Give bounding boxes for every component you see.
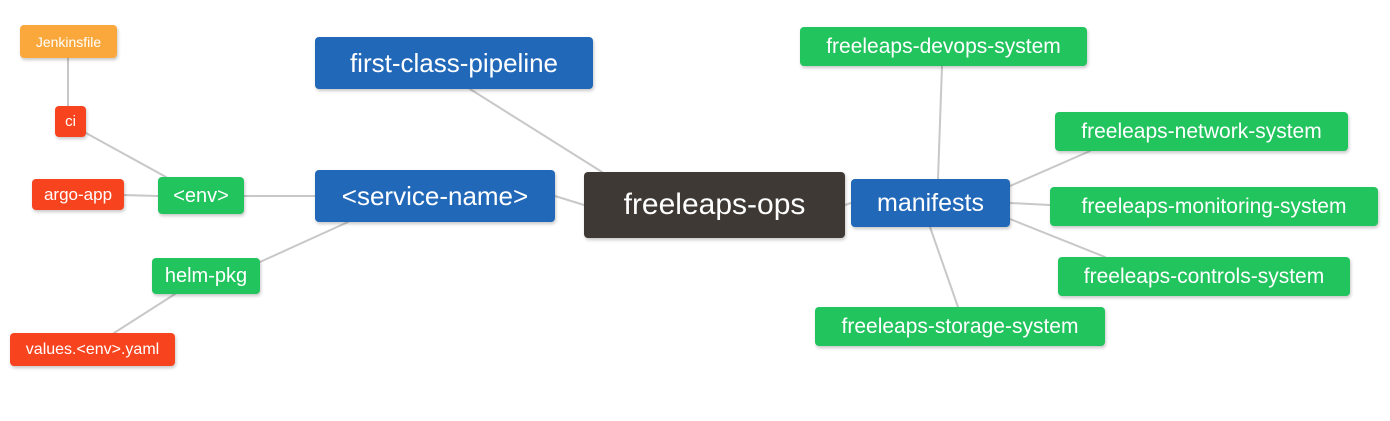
edge-manifests-to-freeleaps-monitoring-system [1009,202,1051,206]
node-argo-app[interactable]: argo-app [32,179,124,210]
node-service-name[interactable]: <service-name> [315,170,555,222]
edge-manifests-to-freeleaps-devops-system [937,65,943,180]
node-freeleaps-ops[interactable]: freeleaps-ops [584,172,845,238]
node-freeleaps-storage-system[interactable]: freeleaps-storage-system [815,307,1105,346]
edge-freeleaps-ops-to-service-name [554,195,585,206]
edge-env-to-ci [85,132,167,178]
node-freeleaps-monitoring-system[interactable]: freeleaps-monitoring-system [1050,187,1378,226]
node-freeleaps-controls-system[interactable]: freeleaps-controls-system [1058,257,1350,296]
node-freeleaps-network-system[interactable]: freeleaps-network-system [1055,112,1348,151]
edge-helm-pkg-to-values-env-yaml [113,293,176,334]
edge-service-name-to-helm-pkg [259,221,349,263]
node-env[interactable]: <env> [158,177,244,214]
edge-manifests-to-freeleaps-network-system [1009,150,1091,187]
node-freeleaps-devops-system[interactable]: freeleaps-devops-system [800,27,1087,66]
node-first-class-pipeline[interactable]: first-class-pipeline [315,37,593,89]
edge-env-to-argo-app [123,194,159,197]
edge-freeleaps-ops-to-first-class-pipeline [469,88,603,173]
edge-manifests-to-freeleaps-storage-system [929,226,959,308]
node-manifests[interactable]: manifests [851,179,1010,227]
node-jenkinsfile[interactable]: Jenkinsfile [20,25,117,58]
node-ci[interactable]: ci [55,106,86,137]
node-values-env-yaml[interactable]: values.<env>.yaml [10,333,175,366]
node-helm-pkg[interactable]: helm-pkg [152,258,260,294]
